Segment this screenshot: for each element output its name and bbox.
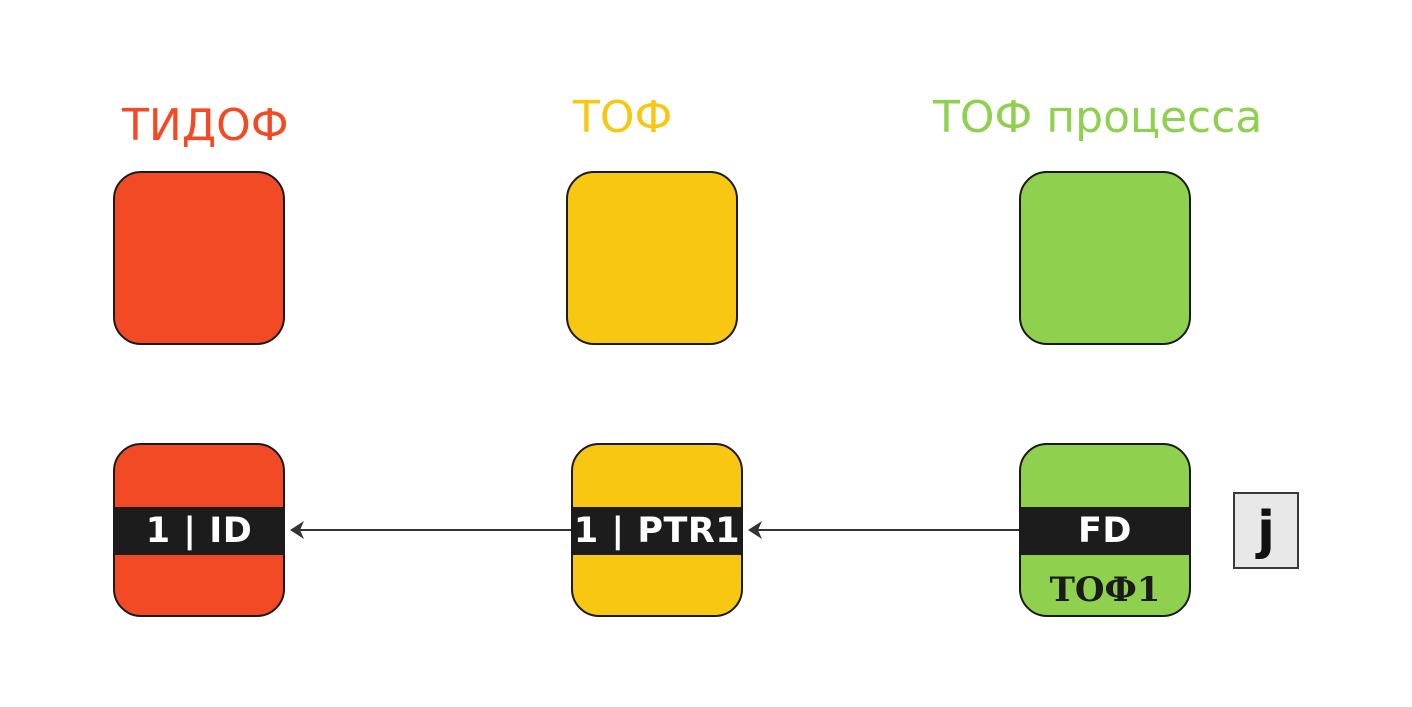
entry-box-tidof: 1 | ID xyxy=(113,443,285,617)
index-j-label: j xyxy=(1233,492,1299,569)
heading-tidof: ТИДОФ xyxy=(122,100,289,151)
table-box-tidof xyxy=(113,171,285,345)
heading-process-tof: ТОФ процесса xyxy=(933,92,1263,143)
entry-band-id: 1 | ID xyxy=(115,507,283,555)
entry-band-fd: FD xyxy=(1021,507,1189,555)
heading-tof: ТОФ xyxy=(573,92,673,143)
entry-band-ptr: 1 | PTR1 xyxy=(573,507,741,555)
table-box-process-tof xyxy=(1019,171,1191,345)
entry-sublabel-tof1: ТОФ1 xyxy=(1049,570,1161,610)
entry-box-tof: 1 | PTR1 xyxy=(571,443,743,617)
arrowhead-ptr-to-id xyxy=(290,521,304,539)
arrowhead-fd-to-ptr xyxy=(748,521,762,539)
entry-box-process-tof: FD ТОФ1 xyxy=(1019,443,1191,617)
table-box-tof xyxy=(566,171,738,345)
